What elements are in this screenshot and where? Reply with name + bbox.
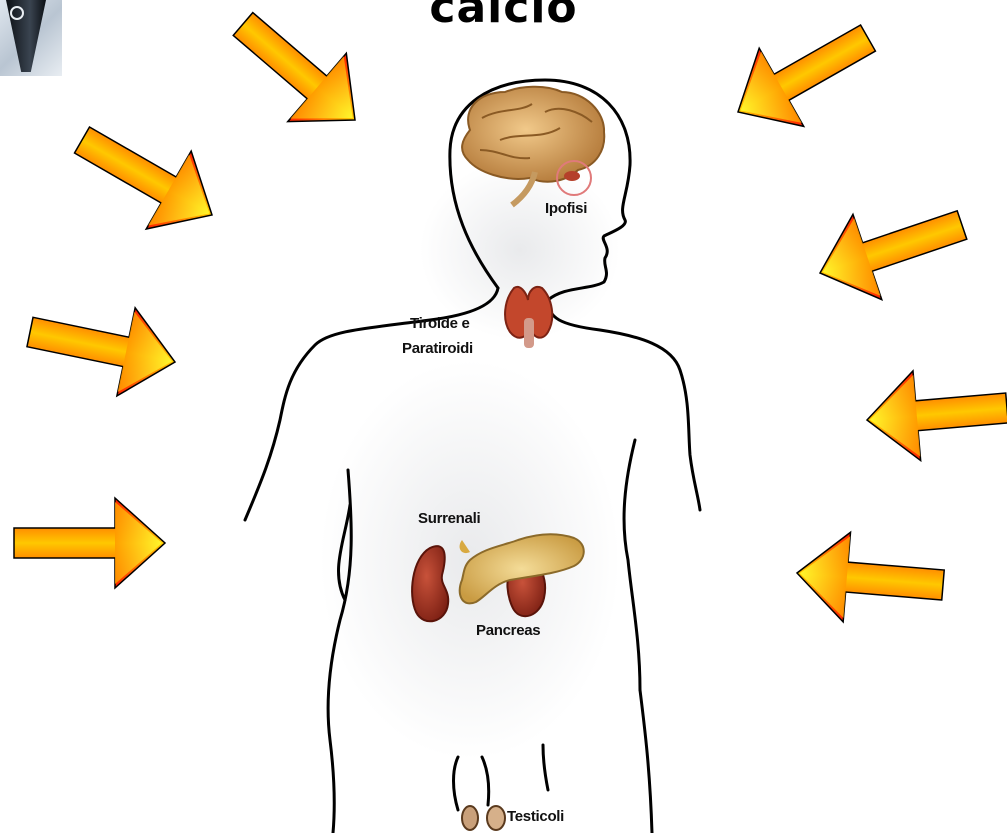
right-testis-organ [487, 806, 505, 830]
left-testis-organ [462, 806, 478, 830]
label-surrenali: Surrenali [418, 510, 480, 527]
arrow-top-left-icon [214, 0, 385, 154]
arrow-top-right-icon [716, 0, 891, 151]
arrow-lower-left-icon [14, 498, 165, 588]
label-ipofisi: Ipofisi [545, 200, 587, 217]
arrow-mid-left-icon [21, 288, 184, 406]
label-testicoli: Testicoli [507, 808, 564, 825]
arrow-upper-left-icon [60, 101, 235, 254]
label-tiroide-line2: Paratiroidi [402, 340, 473, 357]
label-tiroide-line1: Tiroide e [410, 315, 470, 332]
arrow-lower-right-icon [793, 528, 946, 630]
arrow-mid-right-icon [863, 363, 1007, 465]
arrow-upper-right-icon [806, 182, 977, 315]
label-pancreas: Pancreas [476, 622, 540, 639]
